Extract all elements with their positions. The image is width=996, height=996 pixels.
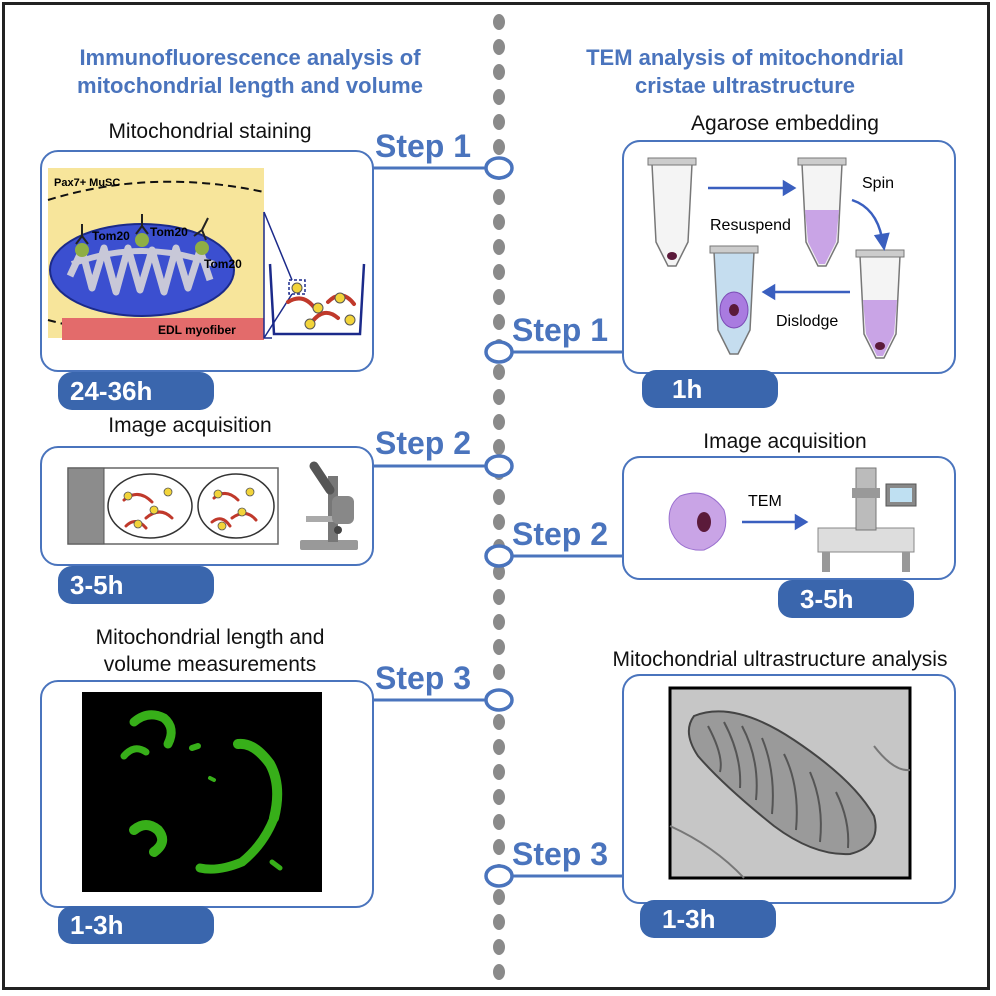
- agarose-embedding-illustration: Resuspend Spin Dislodge: [647, 157, 905, 359]
- spin-label: Spin: [862, 175, 894, 192]
- divider-dot: [493, 814, 505, 830]
- divider-dot: [493, 839, 505, 855]
- divider-dot: [493, 964, 505, 980]
- divider-dot: [493, 264, 505, 280]
- divider-dot: [493, 939, 505, 955]
- left-heading: Immunofluorescence analysis of mitochond…: [40, 44, 460, 100]
- divider-dot: [493, 14, 505, 30]
- left-step3-time-badge: 1-3h: [58, 906, 214, 944]
- left-step2-title: Image acquisition: [108, 414, 272, 437]
- divider-dot: [493, 764, 505, 780]
- right-step3-time-badge: 1-3h: [640, 900, 776, 938]
- left-step3-node: [484, 688, 514, 712]
- right-heading-line1: TEM analysis of mitochondrial: [586, 45, 904, 70]
- divider-dot: [493, 364, 505, 380]
- microscope-icon: [300, 461, 358, 550]
- divider-dot: [493, 564, 505, 580]
- right-step1-time-badge: 1h: [642, 370, 778, 408]
- divider-dot: [493, 114, 505, 130]
- myofiber-label: EDL myofiber: [158, 323, 236, 337]
- tom20-label-3: Tom20: [204, 257, 242, 271]
- right-step2-title: Image acquisition: [703, 430, 867, 453]
- divider-dot: [493, 139, 505, 155]
- right-step3-node: [484, 864, 514, 888]
- right-step1-box: Resuspend Spin Dislodge: [622, 140, 956, 374]
- tom20-label-1: Tom20: [92, 229, 130, 243]
- left-step2-time: 3-5h: [70, 570, 124, 600]
- right-step3-label: Step 3: [512, 836, 609, 872]
- right-step3-title: Mitochondrial ultrastructure analysis: [612, 648, 948, 671]
- dislodge-label: Dislodge: [776, 313, 838, 330]
- right-step1-title: Agarose embedding: [691, 112, 879, 135]
- divider-dot: [493, 614, 505, 630]
- left-step3-title: Mitochondrial length and volume measurem…: [40, 624, 380, 678]
- divider-dot: [493, 639, 505, 655]
- left-step2-time-badge: 3-5h: [58, 566, 214, 604]
- right-heading: TEM analysis of mitochondrial cristae ul…: [545, 44, 945, 100]
- left-step1-label: Step 1: [375, 128, 472, 164]
- left-step1-box: Pax7+ MuSC Tom20 Tom20 Tom20 EDL myofibe…: [40, 150, 374, 372]
- left-heading-line1: Immunofluorescence analysis of: [79, 45, 421, 70]
- muscle-stem-cell-illustration: Pax7+ MuSC Tom20 Tom20 Tom20 EDL myofibe…: [47, 168, 366, 340]
- left-step2-label: Step 2: [375, 425, 472, 461]
- right-step2-time: 3-5h: [800, 584, 854, 614]
- tom20-label-2: Tom20: [150, 225, 188, 239]
- divider-dot: [493, 314, 505, 330]
- left-step2-box: [40, 446, 374, 566]
- divider-dot: [493, 439, 505, 455]
- right-step3-time: 1-3h: [662, 904, 716, 934]
- right-step2-time-badge: 3-5h: [778, 580, 914, 618]
- left-step1-time-badge: 24-36h: [58, 372, 214, 410]
- left-step3-title-line2: volume measurements: [103, 653, 317, 676]
- divider-dot: [493, 239, 505, 255]
- right-step1-time: 1h: [672, 374, 703, 404]
- divider-dot: [493, 414, 505, 430]
- tem-micrograph: [668, 686, 912, 880]
- left-step2-node: [484, 454, 514, 478]
- fluorescence-micrograph: [82, 692, 322, 892]
- divider-dot: [493, 89, 505, 105]
- left-step3-title-line1: Mitochondrial length and: [95, 626, 325, 649]
- resuspend-label: Resuspend: [710, 217, 791, 234]
- left-step3-box: [40, 680, 374, 908]
- divider-dot: [493, 914, 505, 930]
- right-step2-box: TEM: [622, 456, 956, 580]
- left-step3-label: Step 3: [375, 660, 472, 696]
- divider-dot: [493, 589, 505, 605]
- divider-dot: [493, 289, 505, 305]
- divider-dot: [493, 739, 505, 755]
- divider-dot: [493, 39, 505, 55]
- divider-dot: [493, 389, 505, 405]
- right-heading-line2: cristae ultrastructure: [634, 73, 856, 98]
- tem-label: TEM: [748, 493, 782, 510]
- divider-dot: [493, 714, 505, 730]
- divider-dot: [493, 514, 505, 530]
- divider-dot: [493, 189, 505, 205]
- left-step1-node: [484, 156, 514, 180]
- divider-dot: [493, 64, 505, 80]
- right-step1-label: Step 1: [512, 312, 609, 348]
- divider-dot: [493, 489, 505, 505]
- tem-imaging-illustration: TEM: [668, 467, 917, 572]
- right-step2-node: [484, 544, 514, 568]
- electron-microscope-icon: [817, 467, 917, 572]
- divider-dot: [493, 889, 505, 905]
- musc-label: Pax7+ MuSC: [54, 177, 120, 189]
- divider-dot: [493, 214, 505, 230]
- slide-and-microscope-illustration: [67, 461, 358, 550]
- right-step2-label: Step 2: [512, 516, 609, 552]
- left-step1-time: 24-36h: [70, 376, 153, 406]
- left-step3-time: 1-3h: [70, 910, 124, 940]
- left-heading-line2: mitochondrial length and volume: [77, 73, 423, 98]
- divider-dot: [493, 664, 505, 680]
- divider-dot: [493, 789, 505, 805]
- right-step1-node: [484, 340, 514, 364]
- left-step1-title: Mitochondrial staining: [108, 120, 312, 143]
- right-step3-box: [622, 674, 956, 904]
